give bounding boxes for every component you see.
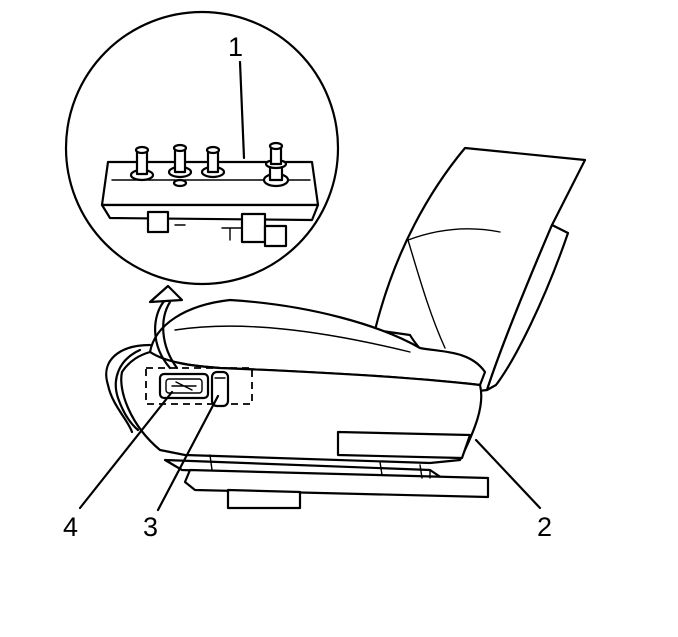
leader-line-1 [238, 60, 246, 160]
wire-harness [105, 343, 152, 434]
seat-adjuster-switch [158, 372, 210, 400]
switch-knob [167, 143, 193, 188]
seatback-trim [407, 239, 446, 349]
switch-connector [263, 224, 288, 248]
callout-label-4: 4 [63, 512, 78, 542]
switch-region-outline [145, 367, 253, 405]
leader-line-2 [474, 438, 542, 510]
switch-connector [240, 212, 267, 244]
removal-arrow [154, 298, 172, 370]
seat [105, 146, 587, 510]
removal-arrow-head [148, 284, 184, 304]
switch-knob [262, 141, 290, 188]
seatback-side-panel [485, 223, 570, 392]
switch-connector [146, 210, 170, 234]
switch-connector-detail [174, 224, 243, 241]
seat-track-detail [209, 454, 423, 479]
callout-label-2: 2 [537, 512, 552, 542]
switch-detail-inset [64, 10, 340, 286]
switch-knob [200, 145, 226, 179]
callout-label-3: 3 [143, 512, 158, 542]
switch-body-base [100, 203, 320, 222]
leader-line-4 [78, 390, 174, 510]
leader-line-3 [156, 394, 220, 512]
seat-lower-trim [336, 430, 472, 460]
leader-lines [78, 60, 542, 512]
seat-track-foot [226, 488, 302, 510]
seatback-trim [407, 228, 501, 241]
seat-cushion-seam [174, 325, 411, 353]
inset-circle [64, 10, 340, 286]
removal-arrow [162, 300, 179, 370]
switch-knob [129, 145, 155, 182]
callout-label-1: 1 [228, 32, 243, 62]
wire-harness [114, 348, 142, 432]
